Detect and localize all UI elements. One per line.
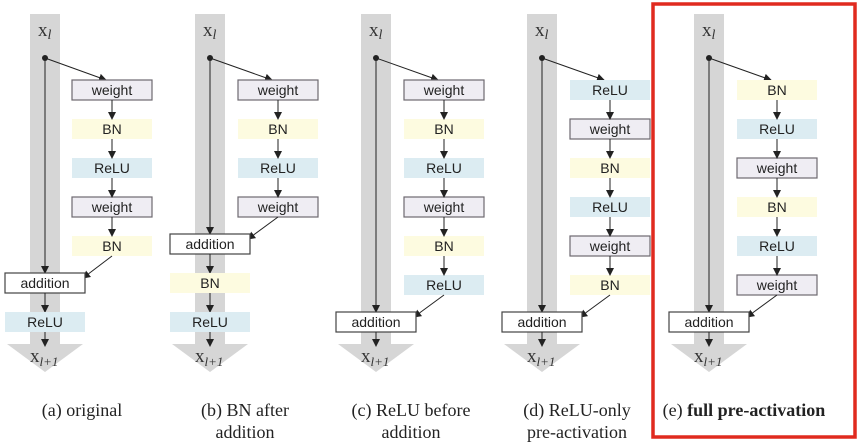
branch-bn-2-label: BN xyxy=(102,121,121,137)
branch-bn-2-label: BN xyxy=(434,121,453,137)
post-relu-1-box xyxy=(5,312,85,332)
branch-entry-arrow xyxy=(708,57,772,82)
branch-bn-3-label: BN xyxy=(600,160,619,176)
post-relu-1-label: ReLU xyxy=(27,314,63,330)
branch-relu-4-label: ReLU xyxy=(592,199,628,215)
branch-bn-2-box xyxy=(404,119,484,139)
caption-line-1: (a) original xyxy=(42,400,122,421)
variant-c: xlxl+1weightBNReLUweightBNReLUaddition(c… xyxy=(335,14,485,442)
branch-bn-4-label: BN xyxy=(767,199,786,215)
branch-bn-6-box xyxy=(570,275,650,295)
input-subscript: l xyxy=(48,28,52,43)
output-subscript: l+1 xyxy=(205,354,224,369)
input-subscript: l xyxy=(213,28,217,43)
branch-relu-1-box xyxy=(570,80,650,100)
branch-bn-6-label: BN xyxy=(600,277,619,293)
input-subscript: l xyxy=(545,28,549,43)
branch-weight-1-label: weight xyxy=(423,82,465,98)
caption-line-2: addition xyxy=(216,422,275,442)
input-subscript: l xyxy=(712,28,716,43)
caption-line-2: addition xyxy=(382,422,441,442)
caption-line-2: pre-activation xyxy=(527,422,627,442)
branch-relu-6-box xyxy=(404,275,484,295)
branch-relu-3-box xyxy=(72,158,152,178)
branch-exit-arrow xyxy=(82,255,113,279)
branch-weight-6-label: weight xyxy=(756,277,798,293)
shortcut-arrowhead xyxy=(504,344,580,372)
variant-d: xlxl+1ReLUweightBNReLUweightBNaddition(d… xyxy=(501,14,651,442)
variant-a: xlxl+1weightBNReLUweightBNadditionReLU(a… xyxy=(4,14,153,421)
branch-exit-arrow xyxy=(413,294,445,318)
addition-label: addition xyxy=(351,314,400,330)
post-bn-1-box xyxy=(170,273,250,293)
branch-bn-5-label: BN xyxy=(434,238,453,254)
branch-relu-2-label: ReLU xyxy=(759,121,795,137)
branch-bn-2-box xyxy=(238,119,318,139)
branch-relu-2-box xyxy=(737,119,817,139)
highlight-frame xyxy=(651,2,857,439)
branch-relu-3-label: ReLU xyxy=(94,160,130,176)
branch-weight-5-label: weight xyxy=(589,238,631,254)
branch-relu-3-label: ReLU xyxy=(260,160,296,176)
branch-weight-1-label: weight xyxy=(257,82,299,98)
branch-entry-arrow xyxy=(209,57,273,82)
addition-label: addition xyxy=(20,275,69,291)
input-subscript: l xyxy=(379,28,383,43)
caption-line-1: (d) ReLU-only xyxy=(523,400,630,421)
post-relu-2-label: ReLU xyxy=(192,314,228,330)
branch-relu-3-box xyxy=(238,158,318,178)
shortcut-arrowhead xyxy=(671,344,747,372)
branch-entry-arrow xyxy=(541,57,605,82)
caption-bold: full pre-activation xyxy=(687,400,825,420)
addition-label: addition xyxy=(517,314,566,330)
branch-exit-arrow xyxy=(579,294,611,318)
branch-bn-2-label: BN xyxy=(268,121,287,137)
caption-line-1: (c) ReLU before xyxy=(352,400,471,421)
caption-prefix: (e) xyxy=(663,400,687,421)
branch-relu-4-box xyxy=(570,197,650,217)
branch-bn-1-label: BN xyxy=(767,82,786,98)
branch-relu-3-box xyxy=(404,158,484,178)
addition-label: addition xyxy=(684,314,733,330)
shortcut-arrowhead xyxy=(7,344,83,372)
output-subscript: l+1 xyxy=(704,354,723,369)
branch-entry-arrow xyxy=(375,57,439,82)
branch-bn-1-box xyxy=(737,80,817,100)
addition-label: addition xyxy=(185,236,234,252)
branch-weight-2-label: weight xyxy=(589,121,631,137)
branch-relu-6-label: ReLU xyxy=(426,277,462,293)
branch-exit-arrow xyxy=(247,216,279,240)
branch-weight-4-label: weight xyxy=(423,199,465,215)
branch-weight-4-label: weight xyxy=(91,199,133,215)
branch-relu-1-label: ReLU xyxy=(592,82,628,98)
variant-e: xlxl+1BNReLUweightBNReLUweightaddition(e… xyxy=(651,2,857,439)
branch-relu-5-box xyxy=(737,236,817,256)
output-subscript: l+1 xyxy=(537,354,556,369)
branch-bn-2-box xyxy=(72,119,152,139)
branch-bn-4-box xyxy=(737,197,817,217)
output-subscript: l+1 xyxy=(371,354,390,369)
branch-weight-4-label: weight xyxy=(257,199,299,215)
caption-line-1: (e) full pre-activation xyxy=(663,400,826,421)
branch-entry-arrow xyxy=(44,57,107,82)
shortcut-arrowhead xyxy=(172,344,248,372)
branch-weight-1-label: weight xyxy=(91,82,133,98)
branch-relu-3-label: ReLU xyxy=(426,160,462,176)
branch-relu-5-label: ReLU xyxy=(759,238,795,254)
branch-weight-3-label: weight xyxy=(756,160,798,176)
shortcut-arrowhead xyxy=(338,344,414,372)
post-relu-2-box xyxy=(170,312,250,332)
branch-bn-3-box xyxy=(570,158,650,178)
caption-line-1: (b) BN after xyxy=(201,400,289,421)
branch-bn-5-box xyxy=(72,236,152,256)
variant-b: xlxl+1weightBNReLUweightadditionBNReLU(b… xyxy=(169,14,319,442)
branch-bn-5-label: BN xyxy=(102,238,121,254)
post-bn-1-label: BN xyxy=(200,275,219,291)
output-subscript: l+1 xyxy=(40,354,59,369)
branch-bn-5-box xyxy=(404,236,484,256)
branch-exit-arrow xyxy=(746,294,778,318)
